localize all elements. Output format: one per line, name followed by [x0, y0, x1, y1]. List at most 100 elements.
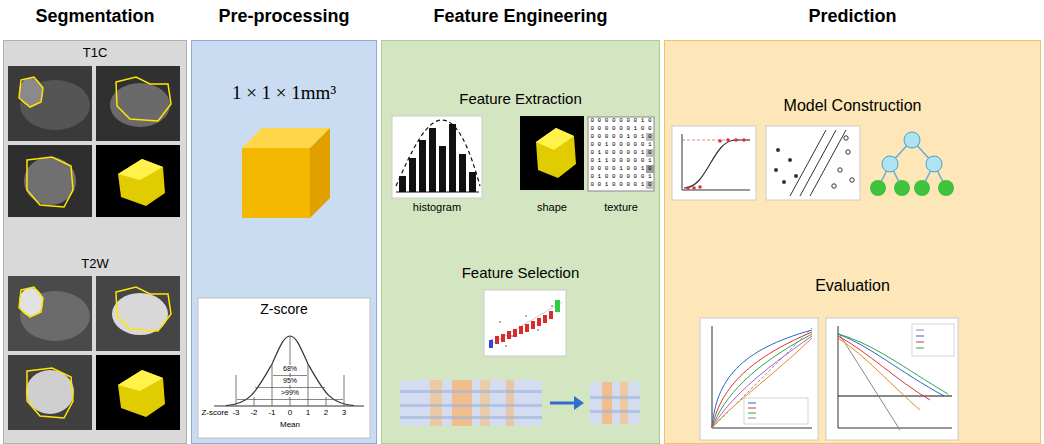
logistic-plot-part [718, 139, 722, 143]
voxel-cube-part [310, 128, 330, 218]
feature-heatmap-part [590, 382, 640, 424]
dca-plot-part [838, 326, 839, 428]
dca-plot-part [916, 330, 924, 331]
selection-plot-part [505, 345, 507, 347]
dca-plot-part [912, 324, 954, 356]
selection-plot-part [551, 305, 553, 307]
normal-curve [198, 298, 370, 438]
figure-label: texture [604, 201, 638, 213]
tree-plot-part [870, 180, 886, 196]
texture-matrix-part [588, 117, 654, 191]
selection-plot-part [537, 318, 541, 326]
feature-heatmap-part [400, 380, 542, 426]
mri-slices-part [8, 355, 92, 430]
shape-figure-part [536, 128, 574, 150]
roc-plot-part [712, 330, 812, 428]
tree-plot-part [938, 180, 954, 196]
selection-plot-part [525, 324, 529, 332]
dca-plot-part [916, 348, 924, 349]
normal-curve-part [273, 375, 307, 376]
mri-slices-part [118, 370, 163, 391]
svm-plot-part [788, 158, 792, 162]
logistic-plot [672, 126, 756, 200]
histogram-figure-part [396, 120, 480, 186]
feature-heatmap-part [400, 404, 542, 407]
logistic-plot-part [684, 140, 750, 188]
dca-plot-part [838, 338, 920, 410]
mri-slices-part [118, 159, 165, 206]
mri-slices-part [96, 66, 180, 141]
mri-slices-part [19, 78, 43, 106]
section-heading: Evaluation [668, 276, 1037, 295]
stage-heading: Pre-processing [195, 6, 373, 28]
dca-plot-part [916, 336, 924, 337]
histogram-figure-part [429, 128, 436, 192]
feature-heatmap-part [430, 380, 442, 426]
matrix-row: 0 0 0 0 0 1 0 1 0 [590, 134, 651, 141]
feature-heatmap-part [620, 382, 628, 424]
feature-heatmap-part [400, 416, 542, 419]
percent-label: 68% [282, 365, 298, 373]
roc-plot-part [748, 413, 756, 414]
mri-slices [8, 66, 180, 430]
histogram-figure [392, 116, 482, 198]
mri-slices-part [27, 368, 73, 418]
figure-label: histogram [413, 201, 461, 213]
tree-plot-part [914, 180, 930, 196]
logistic-plot-part [692, 186, 696, 190]
section-heading: T2W [7, 256, 183, 272]
histogram-figure-part [439, 146, 446, 192]
selection-plot-part [488, 302, 562, 346]
svm-plot-part [850, 178, 854, 182]
roc-plot [700, 318, 818, 440]
matrix-row: 0 0 1 0 0 0 0 0 1 [590, 142, 651, 149]
selection-plot-part [519, 326, 523, 334]
roc-plot-part [712, 338, 812, 428]
mri-slices-part [27, 157, 73, 207]
voxel-cube [242, 128, 330, 218]
roc-plot-part [712, 334, 812, 428]
selection-plot-part [495, 336, 499, 344]
matrix-row: 0 1 0 0 0 0 0 1 0 [590, 150, 651, 157]
feature-heatmap-part [590, 396, 640, 399]
tree-plot-part [894, 180, 910, 196]
tree-plot-part [926, 156, 942, 172]
tree-plot [870, 132, 954, 196]
section-heading: T1C [7, 45, 183, 61]
figure-label: 0 [288, 409, 292, 418]
mri-slices-part [96, 145, 180, 217]
shape-figure [520, 116, 584, 190]
section-heading: Model Construction [668, 96, 1037, 115]
mri-slices-part [96, 355, 180, 430]
normal-curve-part [214, 406, 364, 407]
stage-heading: Prediction [668, 6, 1037, 28]
histogram-figure-part [449, 124, 456, 192]
dca-plot-part [826, 318, 958, 440]
feature-heatmap-part [506, 380, 514, 426]
voxel-cube-part [242, 148, 310, 218]
roc-plot-part [748, 403, 756, 404]
tree-plot-part [904, 132, 920, 148]
percent-label: >99% [280, 389, 300, 397]
feature-heatmap-part [590, 410, 640, 413]
dca-plot-part [838, 395, 952, 396]
section-heading: 1 × 1 × 1mm³ [195, 82, 373, 105]
roc-plot-part [712, 326, 713, 428]
feature-heatmap-part [602, 382, 612, 424]
logistic-plot-part [682, 190, 750, 191]
svm-plot [766, 126, 860, 200]
histogram-figure-part [459, 154, 466, 192]
percent-label: 95% [282, 377, 298, 385]
feature-heatmap-part [550, 402, 576, 405]
normal-curve-part [237, 399, 343, 400]
histogram-figure-part [396, 192, 479, 193]
mri-slices-part [19, 77, 43, 107]
histogram-figure-part [409, 158, 416, 192]
texture-matrix [588, 117, 654, 191]
selection-plot-part [484, 290, 566, 356]
roc-plot-part [748, 408, 756, 409]
roc-plot-part [712, 336, 812, 428]
svm-plot-part [774, 168, 778, 172]
logistic-plot-part [672, 126, 756, 200]
